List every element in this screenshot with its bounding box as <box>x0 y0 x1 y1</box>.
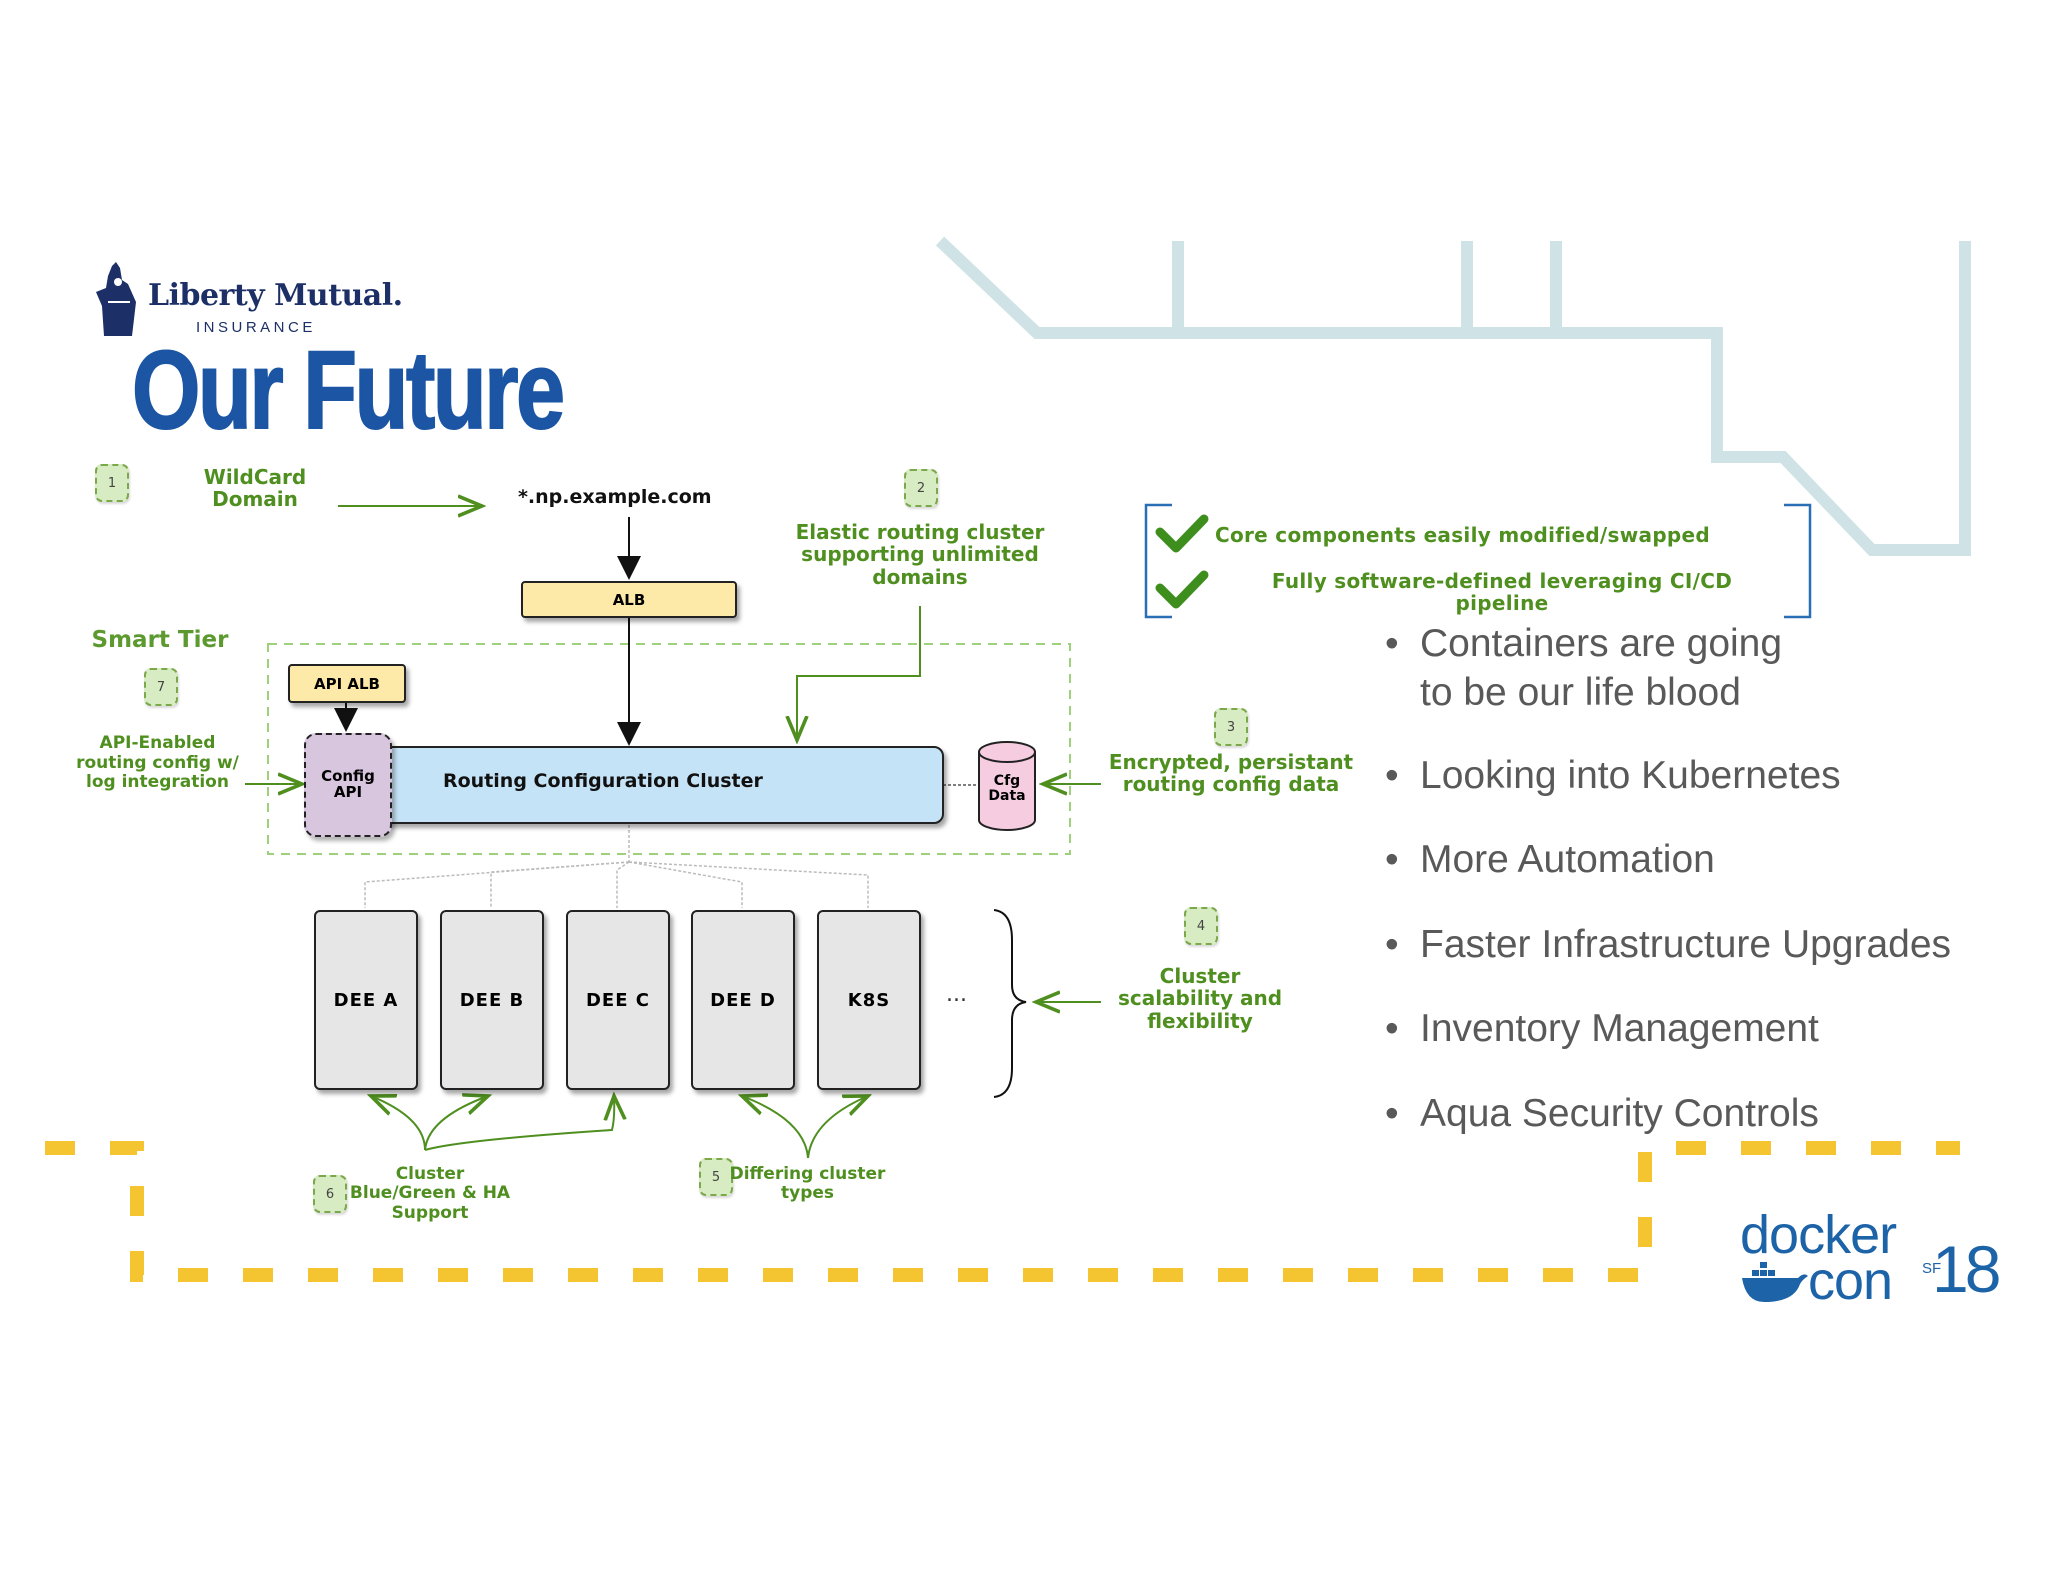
config-api-box: Config API <box>304 733 392 837</box>
checklist-item-1: Core components easily modified/swapped <box>1215 523 1711 547</box>
cluster-dee-a: DEE A <box>314 910 418 1090</box>
cluster-dee-b: DEE B <box>440 910 544 1090</box>
checklist-item-2: Fully software-defined leveraging CI/CD … <box>1271 569 1733 616</box>
differing-types-label: Differing cluster types <box>729 1164 886 1204</box>
step-badge-2: 2 <box>904 469 938 507</box>
yellow-dashed-path <box>45 1141 1960 1282</box>
elastic-routing-label: Elastic routing cluster supporting unlim… <box>795 520 1045 589</box>
dockercon-word-docker: docker <box>1740 1205 1897 1265</box>
alb-box: ALB <box>521 581 737 618</box>
cluster-scalability-label: Cluster scalability and flexibility <box>1117 964 1283 1033</box>
cluster-k8s: K8S <box>817 910 921 1090</box>
api-enabled-label: API-Enabled routing config w/ log integr… <box>76 733 239 793</box>
bullet-text: Containers are going <box>1420 622 1783 665</box>
bullet-text: Aqua Security Controls <box>1420 1092 1819 1135</box>
step-badge-7: 7 <box>144 668 178 706</box>
statue-of-liberty-icon <box>96 262 136 336</box>
bullet-text: Inventory Management <box>1420 1007 1819 1050</box>
routing-cluster-label: Routing Configuration Cluster <box>443 770 763 792</box>
step-badge-1: 1 <box>95 464 129 502</box>
bullet-text: Looking into Kubernetes <box>1420 754 1841 797</box>
cfg-data-label: Cfg Data <box>988 773 1026 804</box>
cluster-dee-c: DEE C <box>566 910 670 1090</box>
brand-name: Liberty Mutual. <box>148 278 403 313</box>
step-badge-4: 4 <box>1184 907 1218 945</box>
cluster-dee-d: DEE D <box>691 910 795 1090</box>
domain-label: *.np.example.com <box>518 486 712 508</box>
teal-line-decoration <box>935 236 1971 556</box>
cfg-data-cylinder: Cfg Data <box>977 740 1037 832</box>
dockercon-sf: SF <box>1922 1260 1942 1277</box>
liberty-mutual-logo: Liberty Mutual. INSURANCE <box>92 262 403 342</box>
step-badge-5: 5 <box>699 1158 733 1196</box>
wildcard-domain-label: WildCard Domain <box>203 465 307 512</box>
flow-arrows <box>334 517 641 746</box>
dockercon-logo: docker con SF 18 <box>1738 1205 2001 1318</box>
dockercon-word-con: con <box>1808 1251 1893 1311</box>
routing-cluster-box <box>378 746 944 824</box>
check-icon <box>1155 570 1209 609</box>
check-icon <box>1155 514 1209 553</box>
blue-green-label: Cluster Blue/Green & HA Support <box>349 1164 511 1223</box>
config-api-label: Config API <box>321 767 375 801</box>
cluster-connectors <box>364 784 978 908</box>
api-alb-box: API ALB <box>288 664 406 703</box>
smart-tier-region <box>267 643 1071 855</box>
docker-whale-icon <box>1742 1262 1808 1302</box>
page-title: Our Future <box>131 329 566 452</box>
dockercon-year: 18 <box>1932 1232 2001 1306</box>
more-clusters-ellipsis: ... <box>946 982 967 1007</box>
database-icon <box>978 741 1036 831</box>
checkmark-icon-group <box>1155 514 1209 609</box>
callout-arrows <box>245 506 1101 1159</box>
bullet-text: More Automation <box>1420 838 1715 881</box>
step-badge-3: 3 <box>1214 708 1248 746</box>
cluster-brace <box>993 909 1027 1098</box>
encrypted-config-label: Encrypted, persistant routing config dat… <box>1108 750 1354 797</box>
brand-subtitle: INSURANCE <box>196 319 316 336</box>
bullet-text: Faster Infrastructure Upgrades <box>1420 923 1952 966</box>
checklist-bracket <box>1144 503 1812 619</box>
smart-tier-label: Smart Tier <box>91 627 229 653</box>
bullet-text-continued: to be our life blood <box>1420 671 1741 714</box>
step-badge-6: 6 <box>313 1175 347 1213</box>
